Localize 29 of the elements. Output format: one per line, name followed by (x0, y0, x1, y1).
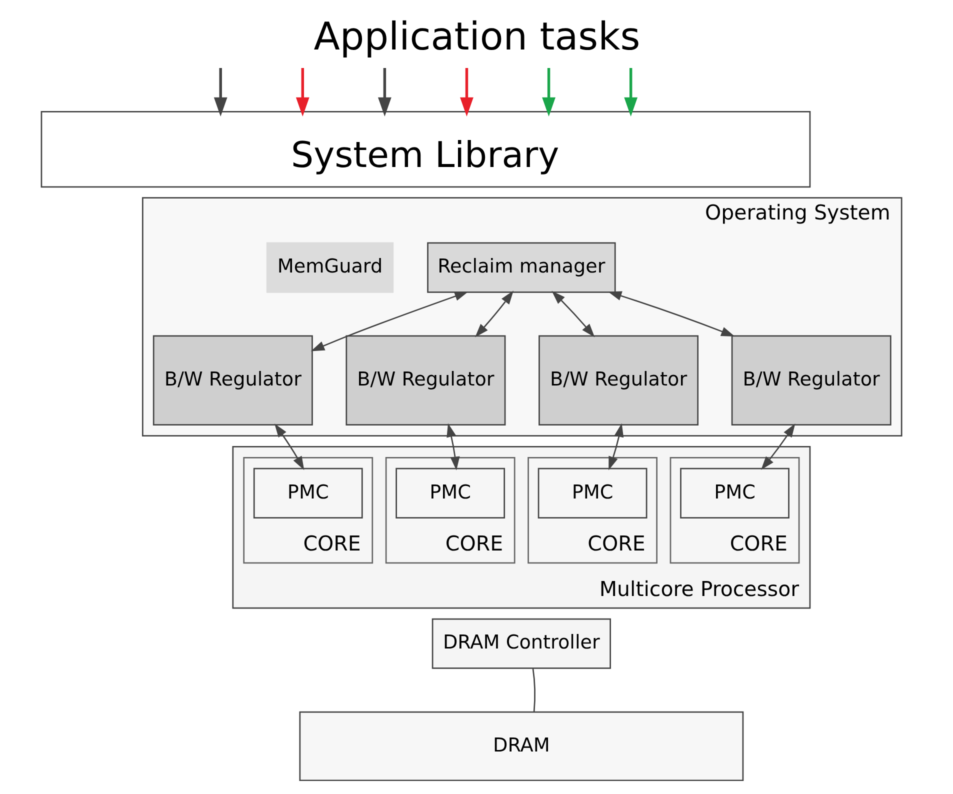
node-box: B/W Regulator (538, 335, 698, 426)
node-box: PMC (537, 468, 647, 518)
arrow (624, 68, 638, 117)
arrow (607, 291, 734, 337)
node-box: B/W Regulator (345, 335, 506, 426)
arrow (760, 424, 795, 470)
arrow (310, 292, 468, 352)
node-box: DRAM (298, 711, 744, 782)
arrow (446, 423, 460, 470)
node-box: PMC (680, 468, 789, 518)
arrow (542, 68, 555, 117)
arrow (274, 424, 304, 470)
arrow (377, 68, 391, 117)
arrow (460, 68, 473, 117)
node-box: Reclaim manager (426, 242, 616, 293)
arrow (551, 290, 594, 338)
node-box: System Library (40, 111, 810, 188)
arrow (474, 290, 514, 338)
node-box: PMC (395, 468, 505, 518)
node-box: B/W Regulator (152, 335, 312, 426)
connector (532, 668, 535, 712)
node-box: DRAM Controller (431, 618, 610, 669)
node-box: B/W Regulator (730, 335, 891, 426)
arrow (295, 68, 309, 117)
diagram-title: Application tasks (313, 14, 640, 60)
node-box: PMC (252, 468, 362, 518)
node-box: MemGuard (266, 242, 394, 293)
arrow (213, 68, 227, 117)
arrow (608, 423, 624, 470)
